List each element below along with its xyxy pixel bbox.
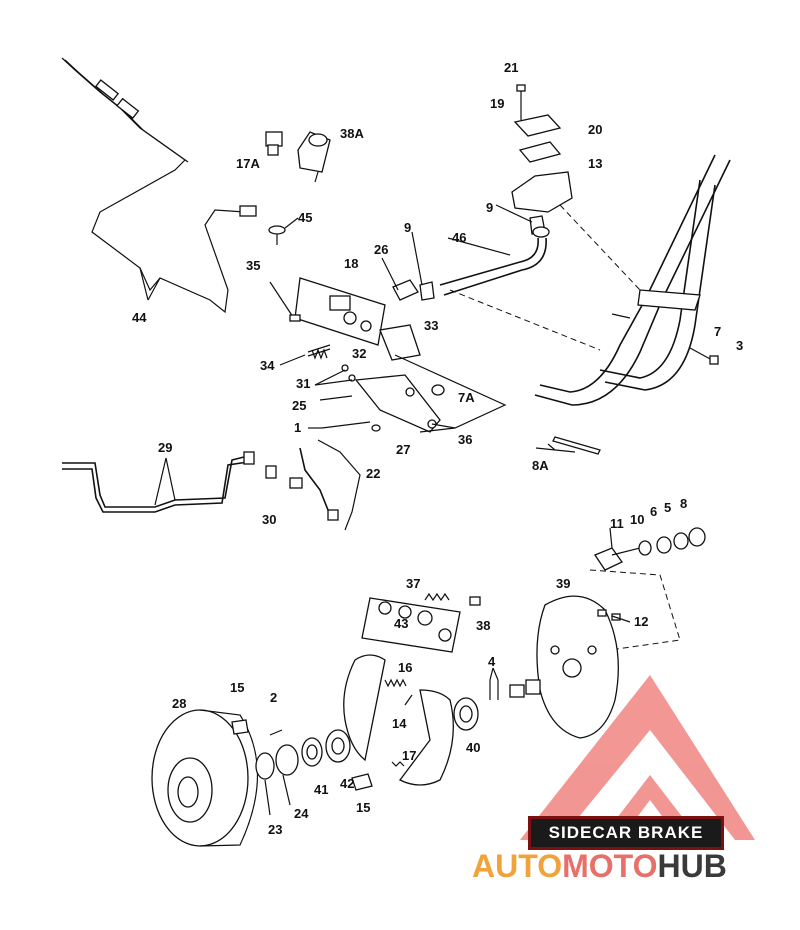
brake-shoes [343, 654, 454, 786]
leader-46-frame [449, 289, 601, 351]
callout-25: 25 [292, 398, 306, 413]
callout-28: 28 [172, 696, 186, 711]
callout-29: 29 [158, 440, 172, 455]
callout-14: 14 [392, 716, 407, 731]
callout-36: 36 [458, 432, 472, 447]
callout-41: 41 [314, 782, 328, 797]
leader-39-12 [589, 569, 681, 651]
brand-part-hub: HUB [657, 848, 727, 884]
bearing-41 [301, 737, 323, 767]
callout-16: 16 [398, 660, 412, 675]
callout-9a: 9 [404, 220, 411, 235]
callout-10: 10 [630, 512, 644, 527]
brake-hose-22 [289, 439, 361, 531]
callout-18: 18 [344, 256, 358, 271]
callout-39: 39 [556, 576, 570, 591]
adjuster-4 [489, 679, 541, 700]
callout-21: 21 [504, 60, 518, 75]
callout-11: 11 [610, 516, 624, 531]
callout-46: 46 [452, 230, 466, 245]
callout-22: 22 [366, 466, 380, 481]
wheel-cylinder-kit [361, 592, 481, 653]
brake-drum-28 [151, 709, 259, 847]
callout-leaders [139, 171, 631, 816]
callout-13: 13 [588, 156, 602, 171]
callout-35: 35 [246, 258, 260, 273]
callout-2: 2 [270, 690, 277, 705]
brake-cable-44 [61, 57, 257, 314]
callout-labels: 44 17A 38A 21 19 20 13 45 9 9 46 26 18 3… [132, 60, 743, 837]
callout-42: 42 [340, 776, 354, 791]
brand-part-auto: AUTO [472, 848, 563, 884]
bearing-23-24 [255, 729, 299, 780]
sidecar-brake-banner: SIDECAR BRAKE [528, 816, 724, 850]
callout-33: 33 [424, 318, 438, 333]
clip-15 [231, 719, 249, 735]
callout-7: 7 [714, 324, 721, 339]
callout-26: 26 [374, 242, 388, 257]
callout-6: 6 [650, 504, 657, 519]
callout-8: 8 [680, 496, 687, 511]
nut-30 [265, 465, 277, 479]
fitting-17a-38a [265, 131, 331, 173]
bearing-42 [325, 729, 351, 763]
callout-34: 34 [260, 358, 275, 373]
callout-38: 38 [476, 618, 490, 633]
callout-30: 30 [262, 512, 276, 527]
callout-27: 27 [396, 442, 410, 457]
brand-part-moto: MOTO [562, 848, 658, 884]
bolt-45 [268, 225, 286, 245]
sidecar-frame [534, 154, 731, 406]
callout-32: 32 [352, 346, 366, 361]
callout-12: 12 [634, 614, 648, 629]
callout-23: 23 [268, 822, 282, 837]
leader-13-frame [559, 204, 641, 291]
clip-15b [351, 773, 373, 791]
callout-17: 17 [402, 748, 416, 763]
callout-5: 5 [664, 500, 671, 515]
banner-title: SIDECAR BRAKE [548, 823, 704, 842]
callout-9b: 9 [486, 200, 493, 215]
callout-38a: 38A [340, 126, 364, 141]
callout-15b: 15 [356, 800, 370, 815]
callout-45: 45 [298, 210, 312, 225]
callout-31: 31 [296, 376, 310, 391]
automotohub-wordmark: AUTOMOTOHUB [472, 848, 727, 885]
brake-lever-assembly [269, 277, 507, 433]
callout-3: 3 [736, 338, 743, 353]
brake-line-29 [62, 451, 255, 513]
bolt-7 [689, 347, 719, 365]
brake-line-46 [439, 226, 550, 296]
callout-7a: 7A [458, 390, 475, 405]
callout-43: 43 [394, 616, 408, 631]
master-cylinder-group [511, 84, 573, 235]
callout-15a: 15 [230, 680, 244, 695]
callout-4: 4 [488, 654, 496, 669]
callout-44: 44 [132, 310, 147, 325]
pivot-bolt-group [594, 527, 706, 571]
callout-19: 19 [490, 96, 504, 111]
callout-1: 1 [294, 420, 301, 435]
callout-24: 24 [294, 806, 309, 821]
callout-8a: 8A [532, 458, 549, 473]
callout-40: 40 [466, 740, 480, 755]
callout-37: 37 [406, 576, 420, 591]
seal-40 [453, 697, 479, 731]
callout-17a: 17A [236, 156, 260, 171]
callout-20: 20 [588, 122, 602, 137]
spacer-8a [552, 436, 601, 455]
backing-plate-39 [536, 595, 619, 739]
